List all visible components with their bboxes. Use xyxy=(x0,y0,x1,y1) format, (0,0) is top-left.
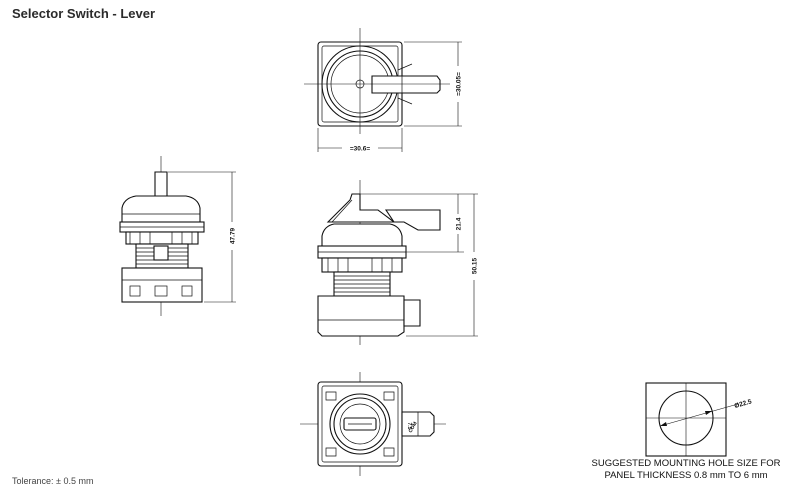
bottom-label-b: COM xyxy=(408,421,419,434)
top-width-label: =30.6= xyxy=(350,146,370,153)
mounting-hole-diameter-label: Ø22.5 xyxy=(734,398,753,410)
front-height-label: 47.79 xyxy=(230,227,237,244)
side-upper-label: 21.4 xyxy=(456,217,463,230)
bottom-label-a: 7.5 xyxy=(406,423,412,430)
front-view: 47.79 xyxy=(119,156,237,316)
side-total-label: 50.15 xyxy=(472,257,479,274)
tolerance-note: Tolerance: ± 0.5 mm xyxy=(12,476,94,486)
bottom-view: 7.5 COM xyxy=(300,372,446,476)
mounting-hole-view: Ø22.5 xyxy=(645,382,753,457)
page-title: Selector Switch - Lever xyxy=(12,6,156,21)
mounting-note-line2: PANEL THICKNESS 0.8 mm TO 6 mm xyxy=(604,470,768,481)
mounting-note: SUGGESTED MOUNTING HOLE SIZE FOR PANEL T… xyxy=(582,458,790,482)
top-view: =30.6= =30.05= xyxy=(304,28,463,153)
top-height-label: =30.05= xyxy=(456,72,463,96)
side-view: 21.4 50.15 xyxy=(317,180,479,345)
mounting-note-line1: SUGGESTED MOUNTING HOLE SIZE FOR xyxy=(591,458,781,469)
